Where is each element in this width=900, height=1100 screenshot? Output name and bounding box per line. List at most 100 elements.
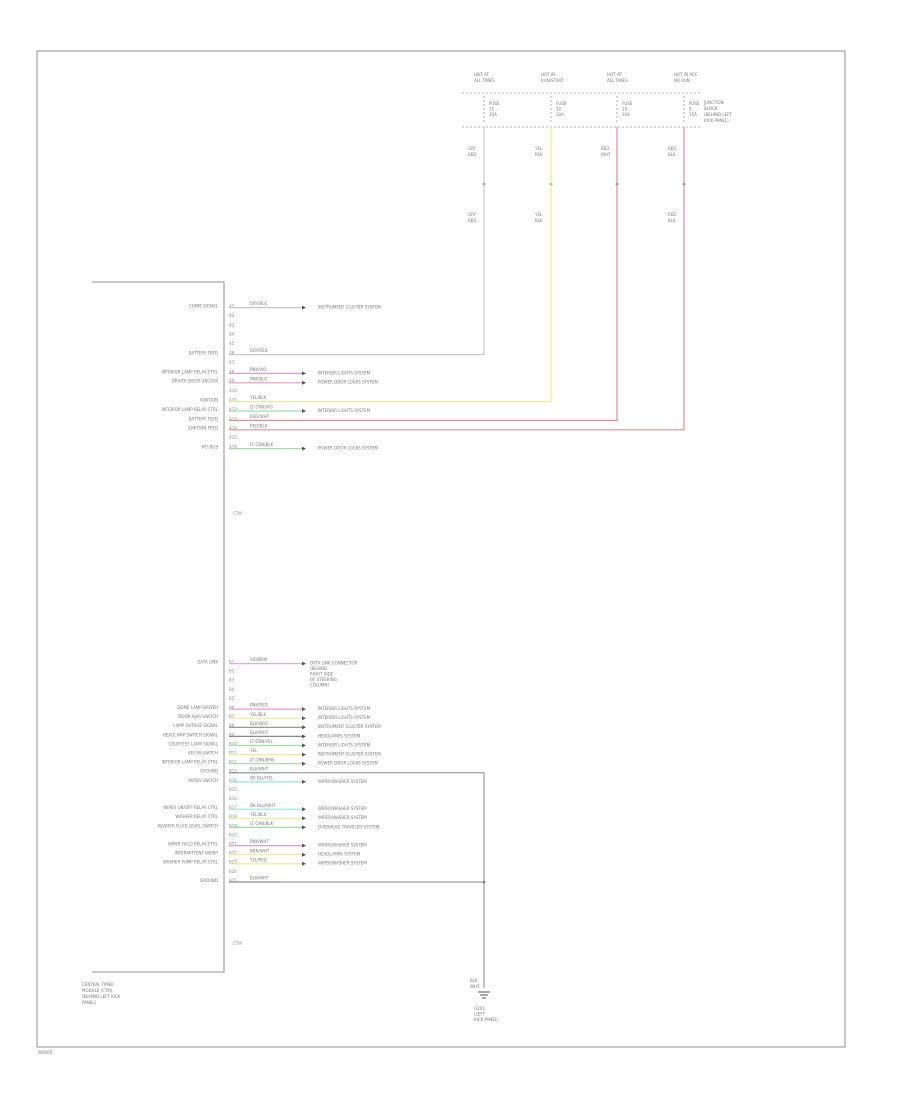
pin-label: INTERIOR LAMP RELAY CTRL	[161, 760, 218, 765]
pin-number: B6	[229, 705, 235, 710]
fuse-header-line: ALL TIMES	[474, 78, 495, 83]
wire-color-label: YEL/RED	[249, 857, 267, 862]
arrow-icon	[302, 816, 306, 821]
wire-color-label-line: WHT	[601, 152, 611, 157]
pin-number: B14	[229, 778, 237, 783]
pin-number: B15	[229, 787, 237, 792]
ctm-name: CENTRAL TIMER MODULE (CTM) (BEHIND LEFT …	[82, 982, 122, 1005]
pin-number: B18	[229, 814, 237, 819]
wire-color-label-line: BLK	[668, 218, 676, 223]
pin-number: B2	[229, 669, 235, 674]
pin-number: B9	[229, 732, 235, 737]
pin-number: B24	[229, 869, 237, 874]
arrow-icon	[302, 861, 306, 866]
pin-label: WIPER HI/LO RELAY CTRL	[168, 842, 219, 847]
arrow-icon	[302, 807, 306, 812]
arrow-icon	[302, 743, 306, 748]
pin-number: B13	[229, 769, 237, 774]
feed-wire	[280, 127, 685, 431]
wire-color-label: YEL/BLK	[249, 812, 267, 817]
wire-color-label: YEL/BLK	[249, 395, 267, 400]
wire-color-label: PNK/RED	[250, 703, 268, 708]
destination-label: INTERIOR LIGHTS SYSTEM	[318, 706, 371, 711]
feed-wire	[280, 127, 485, 356]
destination-label: POWER DOOR LOCKS SYSTEM	[318, 380, 378, 385]
fuse-label-line: 5	[689, 107, 692, 112]
diagram-code: W0000	[38, 1050, 53, 1055]
pin-label: WASHER RELAY CTRL	[175, 814, 218, 819]
pin-number: B22	[229, 851, 237, 856]
junction-block-name-line: BLOCK	[704, 106, 718, 111]
ground-name-line: (LEFT	[474, 1012, 486, 1017]
fuse-header-line: HOT AT	[474, 72, 489, 77]
pin-number: A15	[229, 435, 237, 440]
pin-label: WASHER FLUID LEVEL SWITCH	[157, 823, 218, 828]
wire-color-label: YEL/BLK	[249, 712, 267, 717]
wire-color-label: BLK/WHT	[250, 730, 269, 735]
pin-number: B5	[229, 696, 235, 701]
arrow-icon	[302, 843, 306, 848]
pin-number: A13	[229, 416, 237, 421]
destination-label: HEADLAMPS SYSTEM	[318, 733, 361, 738]
pin-number: A3	[229, 322, 235, 327]
wire-color-label: LT GRN/BLK	[250, 821, 274, 826]
destination-label: WIPER/WASHER SYSTEM	[318, 806, 367, 811]
wire-color-label-line: BLK	[535, 218, 543, 223]
pin-label: DRIVER DOOR UNLOCK	[172, 379, 219, 384]
arrow-icon	[302, 779, 306, 784]
wire-color-label-line: RED	[601, 146, 609, 151]
pin-number: B16	[229, 796, 237, 801]
fuse-label-line: 12	[556, 107, 562, 112]
pin-number: B20	[229, 832, 237, 837]
wire-color-label-line: RED	[668, 212, 676, 217]
wire-color-label: LT GRN/VIO	[250, 405, 273, 410]
pin-label: LAMP OUTAGE SIGNAL	[173, 723, 219, 728]
pin-label: PCI BUS	[202, 445, 218, 450]
wire-color-label-line: BLK	[668, 152, 676, 157]
destination-label: WIPER/WASHER SYSTEM	[318, 861, 367, 866]
pin-label: CHIME SIGNAL	[189, 304, 219, 309]
wire-color-label: YEL	[249, 748, 258, 753]
wire-color-label: BLK/WHT	[250, 876, 269, 881]
destination-label: INSTRUMENT CLUSTER SYSTEM	[318, 305, 381, 310]
wire-color-label-line: GRY	[468, 146, 477, 151]
pin-number: A2	[229, 313, 235, 318]
wire-color-label: RED/BLK	[250, 423, 268, 428]
pin-number: A4	[229, 332, 235, 337]
destination-label: INTERIOR LIGHTS SYSTEM	[318, 742, 371, 747]
arrow-icon	[302, 446, 306, 451]
wire-color-label: BRN/WHT	[250, 848, 270, 853]
wire-color-label: LT GRN/BLK	[250, 442, 274, 447]
fuse-label-line: 19	[622, 107, 628, 112]
pin-label: DATA LINK	[197, 660, 218, 665]
pin-number: B21	[229, 842, 237, 847]
pin-label: DOME LAMP DRIVER	[177, 705, 218, 710]
ctm-outline	[92, 281, 225, 973]
pin-label: COURTESY LAMP SIGNAL	[168, 741, 218, 746]
pin-number: A1	[229, 304, 235, 309]
ctm-name-line: MODULE (CTM)	[82, 988, 113, 993]
pin-number: B12	[229, 760, 237, 765]
pin-number: A10	[229, 388, 237, 393]
fuse-header-line: HOT AT	[607, 72, 622, 77]
ctm-name-line: CENTRAL TIMER	[82, 982, 114, 987]
pin-label: WIPER ON/OFF RELAY CTRL	[163, 805, 218, 810]
arrow-icon	[302, 380, 306, 385]
fuse-header-line: OR RUN	[674, 78, 690, 83]
destination-label-line: COLUMN)	[310, 683, 329, 688]
pin-label: DOOR AJAR SWITCH	[178, 714, 218, 719]
pin-label: INTERIOR LAMP RELAY CTRL	[161, 407, 218, 412]
